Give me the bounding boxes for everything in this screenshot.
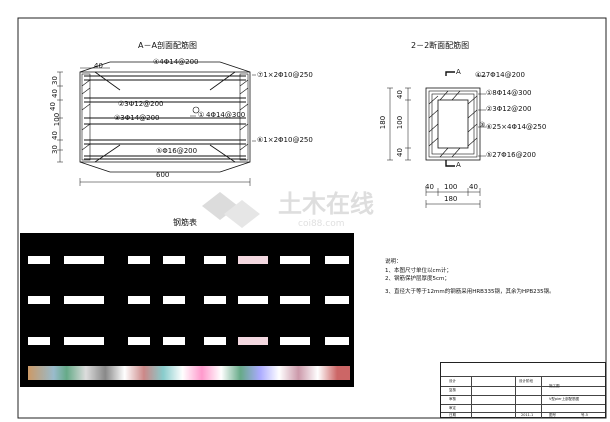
table-cell (163, 256, 185, 264)
table-cell (28, 296, 50, 304)
table-cell (325, 337, 349, 345)
rebar-table-title: 钢筋表 (173, 218, 197, 227)
table-cell (238, 337, 268, 345)
aa-rebar-5-label: ⑤Φ16@200 (156, 147, 198, 155)
ss-rebar-4-label: ④27Φ14@200 (475, 71, 525, 79)
watermark-brand: 土木在线 (278, 190, 374, 218)
tb-cell-stage: 设计阶段 (519, 379, 533, 383)
table-cell (204, 256, 226, 264)
ss-rebar-5-label: ⑤27Φ16@200 (486, 151, 536, 159)
note-item-3: 3、直径大于等于12mm的钢筋采用HRB335钢，其余为HPB235钢。 (385, 288, 555, 295)
ss-rebar-3-label: ③ (479, 121, 486, 129)
table-cell (238, 296, 268, 304)
tb-cell-check: 复核 (449, 388, 456, 392)
aa-rebar-6-label: ⑥1×2Φ10@250 (257, 136, 313, 144)
ss-dim-h3: 40 (395, 148, 404, 157)
table-cell (325, 256, 349, 264)
note-item-2: 2、钢筋保护层厚度5cm； (385, 276, 450, 283)
table-cell (163, 337, 185, 345)
table-cell (128, 256, 150, 264)
watermark-url: coi88.com (298, 219, 345, 229)
tb-drawing-name: V型pier上部配筋图 (549, 397, 580, 401)
title-block: 设计 复核 审核 审定 日期 2011.1 设计阶段 施工图 V型pier上部配… (440, 362, 606, 418)
tb-cell-stage-value: 施工图 (549, 384, 560, 388)
tb-cell-drawing-no: 图号 (549, 413, 556, 417)
tb-cell-drawing-no-value: 号-5 (581, 413, 588, 417)
ss-section-title: 2－2断面配筋图 (411, 41, 470, 50)
notes-heading: 说明： (385, 259, 402, 265)
table-cell (28, 256, 50, 264)
ss-dim-b1: 40 (425, 183, 434, 191)
tb-cell-date-value: 2011.1 (521, 413, 534, 417)
ss-dim-h1: 40 (395, 90, 404, 99)
table-cell (280, 296, 310, 304)
ss-dim-b2: 100 (444, 183, 458, 191)
aa-rebar-2-label: ②3Φ12@200 (118, 100, 164, 108)
table-cell (64, 337, 104, 345)
aa-rebar-1-label: ① (198, 111, 205, 119)
table-cell (128, 337, 150, 345)
aa-section-title: A－A剖面配筋图 (138, 41, 197, 50)
table-cell (64, 256, 104, 264)
tb-cell-approve: 审定 (449, 406, 456, 410)
aa-rebar-7-label: ⑦1×2Φ10@250 (257, 71, 313, 79)
rebar-table (20, 233, 354, 387)
ss-section-mark-a-top: A (456, 68, 461, 76)
table-cell (238, 256, 268, 264)
ss-dim-h-total: 180 (379, 115, 388, 130)
note-item-1: 1、本图尺寸单位以cm计； (385, 267, 452, 274)
table-cell (163, 296, 185, 304)
ss-section-mark-a-bottom: A (456, 161, 461, 169)
aa-rebar-3-label: ③3Φ14@200 (114, 114, 160, 122)
tb-cell-review: 审核 (449, 397, 456, 401)
table-cell (280, 337, 310, 345)
table-cell (28, 337, 50, 345)
table-footer-strip (28, 366, 350, 380)
ss-rebar-1-label: ①8Φ14@300 (486, 89, 532, 97)
aa-rebar-4-label: ④4Φ14@200 (153, 58, 199, 66)
table-cell (64, 296, 104, 304)
aa-dim-top-left: 40 (94, 62, 103, 70)
aa-dim-width: 600 (156, 171, 170, 179)
watermark-logo-icon (202, 192, 260, 228)
table-cell (128, 296, 150, 304)
ss-rebar-6-label: ⑥25×4Φ14@250 (486, 123, 547, 131)
table-cell (204, 296, 226, 304)
table-cell (325, 296, 349, 304)
ss-rebar-2-label: ②3Φ12@200 (486, 105, 532, 113)
ss-dim-b-total: 180 (444, 195, 458, 203)
table-cell (280, 256, 310, 264)
ss-dim-b3: 40 (469, 183, 478, 191)
aa-rebar-1b-label: 4Φ14@300 (206, 111, 246, 119)
tb-cell-design: 设计 (449, 379, 456, 383)
table-cell (204, 337, 226, 345)
notes-block: 说明： 1、本图尺寸单位以cm计； 2、钢筋保护层厚度5cm； 3、直径大于等于… (385, 258, 555, 296)
ss-dim-h2: 100 (396, 115, 405, 130)
tb-cell-date: 日期 (449, 413, 456, 417)
